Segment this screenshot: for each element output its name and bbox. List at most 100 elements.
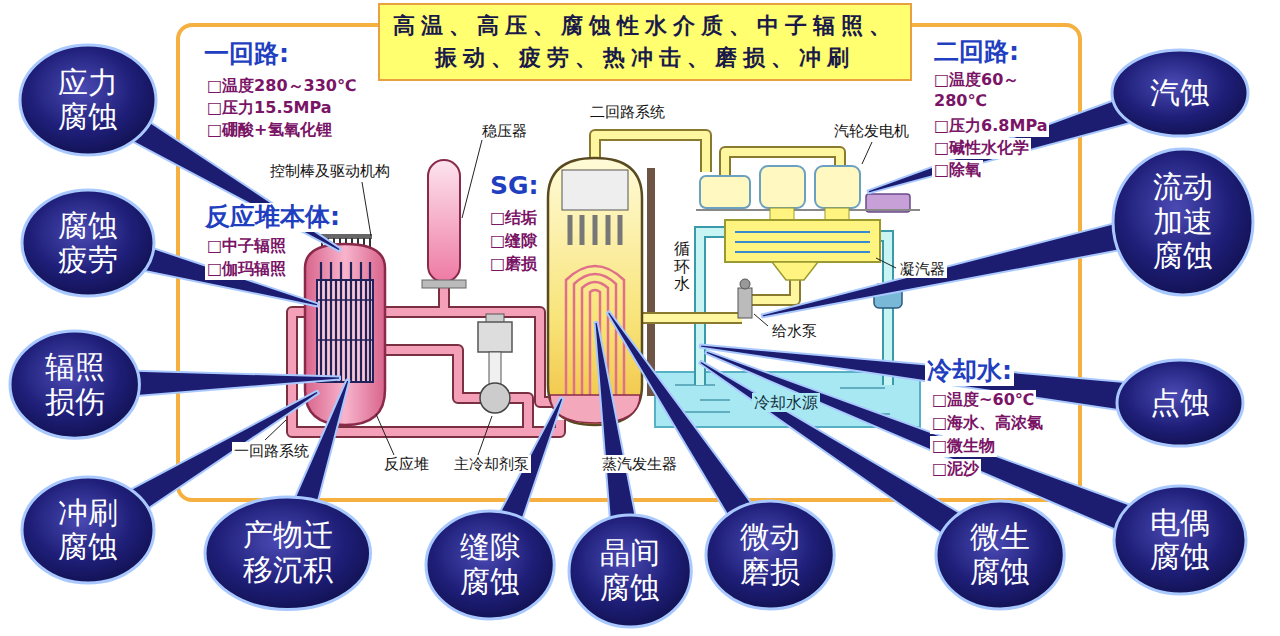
callout-bubble: 晶间腐蚀	[567, 513, 693, 629]
component-label: 冷却水源	[752, 393, 820, 412]
section-heading: 一回路:	[202, 40, 291, 69]
condition-item: □缝隙	[488, 231, 539, 252]
bubble-text-group: 产物迁移沉积	[240, 518, 336, 587]
condition-item: □温度~60℃	[930, 390, 1036, 411]
bubble-ellipse	[1113, 149, 1253, 295]
condenser	[725, 220, 880, 262]
section-heading: 二回路:	[932, 38, 1021, 67]
bubble-text-group: 电偶腐蚀	[1147, 506, 1213, 575]
condition-item: □硼酸+氢氧化锂	[205, 120, 334, 141]
bubble-ellipse	[205, 497, 371, 610]
condition-item: □磨损	[488, 254, 539, 275]
hotwell	[772, 262, 818, 280]
component-label: 凝汽器	[898, 260, 947, 278]
callout-bubble: 腐蚀疲劳	[20, 188, 156, 298]
component-label: 反应堆	[382, 455, 431, 473]
callout-bubble: 辐照损伤	[8, 329, 141, 440]
leader-lines	[265, 140, 896, 455]
bubble-ellipse	[706, 501, 834, 609]
condition-item: □碱性水化学	[932, 138, 1031, 159]
section-heading: SG:	[488, 172, 541, 201]
core-grids	[317, 300, 373, 340]
condition-item: □伽玛辐照	[205, 259, 288, 280]
condition-item: □泥沙	[930, 459, 981, 480]
condenser-tubes	[735, 232, 870, 252]
component-label: 稳压器	[480, 122, 529, 140]
component-label: 一回路系统	[232, 442, 311, 460]
bubble-ellipse	[22, 477, 154, 583]
bubble-text-group: 点蚀	[1150, 386, 1210, 421]
callout-text: 微生腐蚀	[967, 520, 1033, 589]
component-label: 给水泵	[770, 322, 819, 340]
sg-separators	[570, 215, 620, 245]
callout-bubble: 汽蚀	[1110, 48, 1250, 138]
callout-text: 产物迁移沉积	[240, 518, 336, 587]
main-panel	[178, 25, 1080, 500]
callout-text: 腐蚀疲劳	[55, 209, 121, 278]
fuel-assemblies	[321, 262, 370, 382]
bubble-ellipse	[22, 190, 154, 296]
feedwater-pump	[738, 288, 752, 318]
condition-item: □温度60～280℃	[932, 70, 1036, 112]
callout-text: 点蚀	[1150, 386, 1210, 421]
callout-bubble: 电偶腐蚀	[1112, 484, 1248, 596]
bubble-text-group: 微生腐蚀	[967, 520, 1033, 589]
callout-tail	[700, 345, 1182, 419]
callout-text: 电偶腐蚀	[1147, 506, 1213, 575]
title-text: 高温、高压、腐蚀性水介质、中子辐照、振动、疲劳、热冲击、磨损、冲刷	[386, 10, 904, 74]
callout-text: 流动加速腐蚀	[1150, 170, 1216, 274]
callout-bubble: 点蚀	[1115, 358, 1245, 448]
bubble-ellipse	[1112, 50, 1248, 136]
callout-bubble: 微动磨损	[704, 499, 836, 611]
condition-item: □除氧	[932, 160, 983, 181]
condition-item: □压力15.5MPa	[205, 98, 334, 119]
callout-bubble: 微生腐蚀	[934, 499, 1066, 611]
callout-text: 微动磨损	[737, 520, 803, 589]
bubble-text-group: 微动磨损	[737, 520, 803, 589]
bubble-text-group: 冲刷腐蚀	[55, 496, 121, 565]
steam-generator	[548, 158, 642, 425]
component-label: 主冷却剂泵	[452, 455, 531, 473]
pressurizer	[428, 160, 460, 282]
condition-item: □温度280～330℃	[205, 76, 358, 97]
bubble-ellipse	[20, 45, 156, 155]
component-label: 汽轮发电机	[832, 122, 911, 140]
callout-text: 辐照损伤	[42, 350, 108, 419]
pump-volute	[480, 383, 510, 413]
callout-text: 汽蚀	[1150, 76, 1210, 111]
bubble-ellipse	[1117, 360, 1243, 446]
bubble-ellipse	[1114, 486, 1246, 594]
bubble-ellipse	[426, 511, 554, 619]
bubble-ellipse	[936, 501, 1064, 609]
bubble-text-group: 应力腐蚀	[55, 66, 121, 135]
turbine-shaft	[696, 209, 920, 211]
feedwater-pump-head	[740, 279, 750, 289]
pump-motor	[478, 322, 512, 352]
bubble-text-group: 辐照损伤	[42, 350, 108, 419]
condition-item: □结垢	[488, 208, 539, 229]
pump-shaft	[489, 352, 501, 384]
callout-text: 应力腐蚀	[55, 66, 121, 135]
callout-bubble: 冲刷腐蚀	[20, 475, 156, 585]
bubble-text-group: 腐蚀疲劳	[55, 209, 121, 278]
sg-dryer	[562, 170, 628, 210]
component-label: 蒸汽发生器	[600, 455, 679, 473]
callout-text: 缝隙腐蚀	[457, 530, 523, 599]
condition-item: □海水、高浓氯	[930, 413, 1045, 434]
callout-bubble: 应力腐蚀	[18, 43, 158, 157]
bubble-text-group: 流动加速腐蚀	[1150, 170, 1216, 274]
callout-bubble: 产物迁移沉积	[203, 495, 373, 612]
section-heading: 冷却水:	[925, 357, 1014, 386]
bubble-text-group: 晶间腐蚀	[597, 536, 663, 605]
wall-bar	[647, 168, 655, 396]
callout-text: 晶间腐蚀	[597, 536, 663, 605]
hp-turbine	[700, 176, 750, 208]
section-heading: 反应堆本体:	[203, 203, 342, 232]
bubble-ellipse	[10, 331, 139, 438]
callout-bubble: 缝隙腐蚀	[424, 509, 556, 621]
bubble-text-group: 汽蚀	[1150, 76, 1210, 111]
component-label: 循环水	[672, 240, 692, 293]
callout-text: 冲刷腐蚀	[55, 496, 121, 565]
bubble-ellipse	[569, 515, 691, 627]
